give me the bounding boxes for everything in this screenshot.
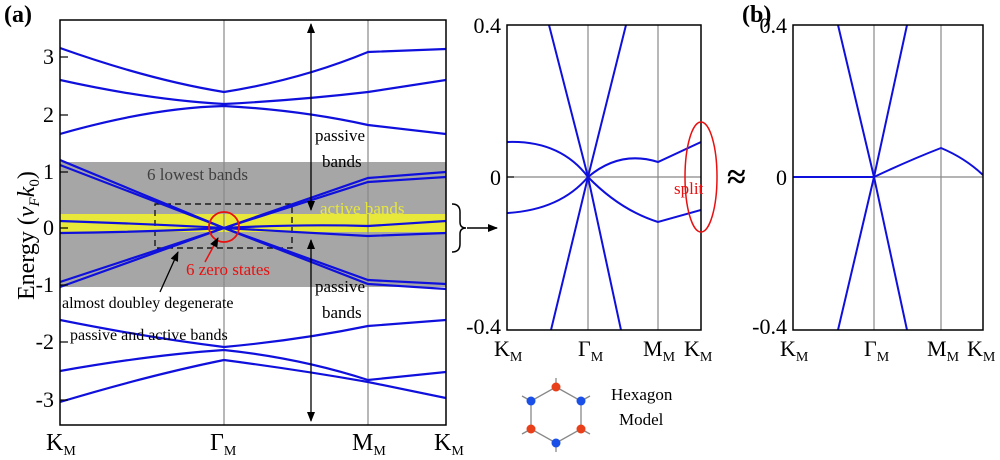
svg-text:MM: MM [352,430,386,459]
svg-text:-2: -2 [36,329,54,354]
annotation-split: split [674,179,704,198]
split-ellipse [684,121,718,233]
band-1 [60,46,446,94]
annotation-passive-top-1: passive [315,126,365,145]
annotation-degenerate-1: almost doubley degenerate [62,295,234,312]
zero-states-circle [208,211,240,243]
arrow-zero-states [204,237,219,263]
ytick-labels-a-right: 0.4 0 -0.4 [466,13,501,339]
ytick-labels-a: 3 2 1 0 -1 -2 -3 [36,44,54,412]
axes-frame-a [59,19,447,426]
panel-label-b: (b) [742,2,771,28]
band-11 [60,348,446,382]
svg-text:1: 1 [43,159,54,184]
svg-text:-3: -3 [36,387,54,412]
y-axis-label: Energy (vFk0) [14,171,43,300]
svg-text:KM: KM [684,336,713,365]
yticks-a [60,56,68,401]
band-8 [60,226,446,286]
svg-text:0: 0 [43,215,54,240]
ytick-labels-b: 0.4 0 -0.4 [752,13,787,339]
svg-text:KM: KM [967,336,996,365]
annotation-passive-bottom-1: passive [315,277,365,296]
svg-text:2: 2 [43,102,54,127]
inset-label-2: Model [619,410,664,429]
yellow-band-region [60,214,446,232]
band-10 [60,318,446,349]
svg-text:ΓM: ΓM [864,336,890,365]
svg-text:0: 0 [490,165,501,190]
panel-b-plot [792,24,984,331]
bands-right [507,25,701,330]
xtick-labels-a: KM ΓM MM KM [46,430,464,459]
svg-text:-0.4: -0.4 [752,314,787,339]
xtick-labels-b: KM ΓM MM KM [780,336,996,365]
panel-label-a: (a) [4,2,32,28]
band-2 [60,78,446,106]
bands-b [793,25,983,330]
svg-text:KM: KM [46,430,76,459]
svg-text:0: 0 [776,165,787,190]
svg-text:0.4: 0.4 [760,13,788,38]
annotation-passive-bottom-2: bands [322,303,362,322]
inset-label-1: Hexagon [611,385,673,404]
bands-left [60,46,446,404]
svg-text:-1: -1 [36,272,54,297]
band-5 [60,163,446,230]
svg-text:ΓM: ΓM [210,430,237,459]
band-4 [60,158,446,230]
brace [451,203,467,253]
svg-text:KM: KM [494,336,523,365]
annotation-passive-top-2: bands [322,152,362,171]
svg-text:MM: MM [643,336,676,365]
svg-text:0.4: 0.4 [474,13,502,38]
annotation-lowest-bands: 6 lowest bands [147,165,248,184]
svg-text:MM: MM [927,336,960,365]
annotation-active-bands: active bands [320,199,405,218]
xtick-labels-a-right: KM ΓM MM KM [494,336,713,365]
annotation-zero-states: 6 zero states [186,260,270,279]
zoom-box [154,203,293,249]
band-9 [60,226,446,291]
svg-text:-0.4: -0.4 [466,314,501,339]
hexagon-model-inset [521,378,591,452]
approx-symbol: ≈ [727,159,746,196]
svg-text:KM: KM [780,336,809,365]
panel-a-right-plot [506,24,718,331]
band-12 [60,358,446,404]
annotation-degenerate-2: passive and active bands [70,327,228,344]
band-3 [60,104,446,136]
panel-a-left-plot: 3 2 1 0 -1 -2 -3 [36,19,447,426]
svg-text:3: 3 [43,44,54,69]
svg-text:ΓM: ΓM [578,336,604,365]
arrow-degenerate [159,251,179,293]
svg-text:KM: KM [434,430,464,459]
